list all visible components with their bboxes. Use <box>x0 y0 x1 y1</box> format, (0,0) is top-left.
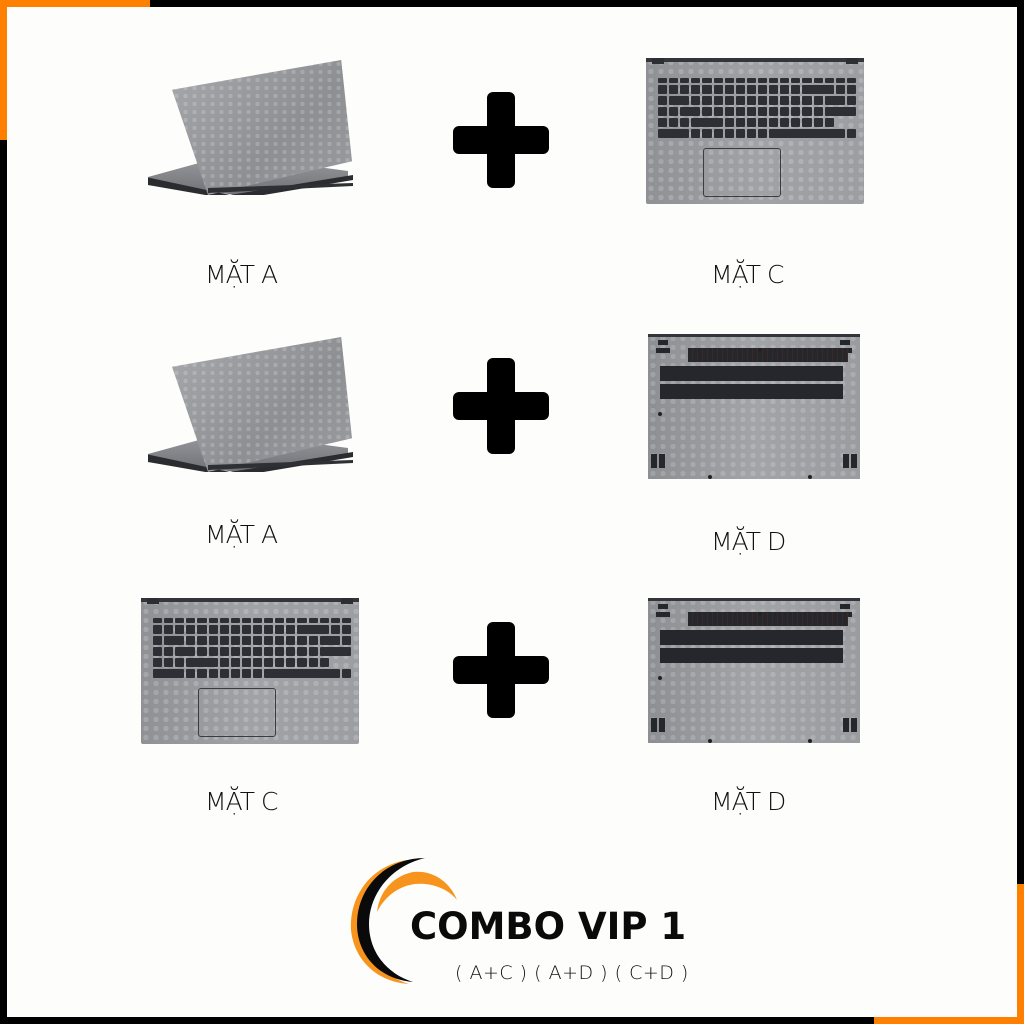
plus-icon <box>453 622 549 718</box>
corner-accent-top-left-vertical <box>0 0 7 140</box>
plus-icon <box>453 92 549 188</box>
corner-accent-bottom-right <box>874 1017 1024 1024</box>
label-mat-d: MẶT D <box>711 787 786 816</box>
keyboard-keys <box>658 78 856 140</box>
keyboard-keys <box>153 618 351 680</box>
laptop-lid-image-row1 <box>140 55 358 205</box>
laptop-keyboard-deck-image-row1 <box>646 58 864 204</box>
laptop-keyboard-deck-image-row3 <box>141 598 359 744</box>
label-mat-c: MẶT C <box>205 787 278 816</box>
combo-subtitle: ( A+C ) ( A+D ) ( C+D ) <box>455 962 689 984</box>
label-mat-a: MẶT A <box>205 520 278 549</box>
laptop-bottom-image-row2 <box>648 334 860 479</box>
laptop-lid-image-row2 <box>140 332 358 482</box>
corner-accent-bottom-right-vertical <box>1017 884 1024 1024</box>
label-mat-d: MẶT D <box>711 527 786 556</box>
combo-logo-arcs-icon <box>350 858 457 984</box>
label-mat-a: MẶT A <box>205 260 278 289</box>
corner-accent-top-left <box>0 0 150 7</box>
plus-icon <box>453 358 549 454</box>
label-mat-c: MẶT C <box>711 260 784 289</box>
touchpad <box>198 688 276 737</box>
combo-title: COMBO VIP 1 <box>410 905 687 948</box>
laptop-bottom-image-row3 <box>648 598 860 743</box>
touchpad <box>703 148 781 197</box>
